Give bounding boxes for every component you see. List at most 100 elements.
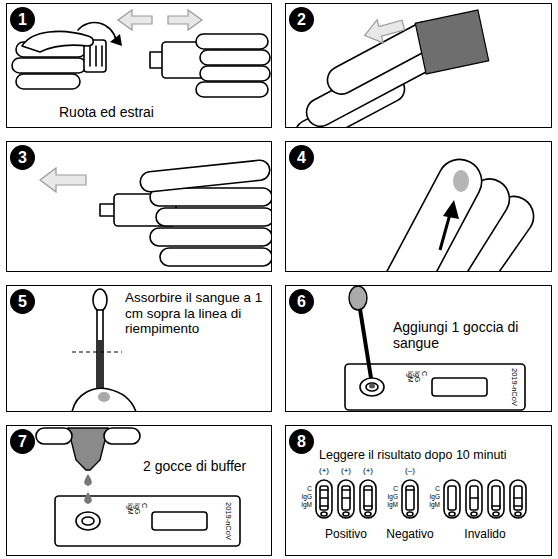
finger bbox=[104, 428, 140, 444]
strip-well bbox=[365, 512, 371, 516]
result-window bbox=[432, 378, 487, 396]
sample-well bbox=[360, 378, 384, 396]
test-cassette bbox=[345, 364, 525, 410]
step-number: 5 bbox=[10, 289, 35, 314]
step-panel: 3 bbox=[6, 141, 272, 272]
cassette-label: (+) bbox=[363, 467, 373, 475]
step-panel: 72 gocce di buffer bbox=[6, 425, 272, 556]
strip-well bbox=[343, 512, 349, 516]
buffer-drop bbox=[84, 474, 92, 486]
step-panel: 1Ruota ed estrai bbox=[6, 3, 272, 128]
finger bbox=[196, 34, 268, 49]
cassette-label: IgG bbox=[414, 371, 421, 382]
cassette-label: IgG bbox=[388, 494, 398, 501]
strip-window bbox=[514, 486, 522, 510]
finger bbox=[196, 82, 268, 97]
finger bbox=[156, 208, 271, 226]
test-line bbox=[320, 489, 328, 491]
test-line bbox=[514, 505, 522, 507]
pointer-arrow bbox=[440, 214, 450, 250]
result-strip bbox=[316, 480, 332, 518]
step-number: 4 bbox=[289, 145, 314, 170]
test-line bbox=[320, 497, 328, 499]
step-caption: Aggiungi 1 goccia di sangue bbox=[393, 319, 545, 351]
finger bbox=[12, 58, 86, 73]
result-window bbox=[152, 512, 207, 530]
strip-window bbox=[320, 486, 328, 510]
test-line bbox=[342, 497, 350, 499]
twist-lancet-art bbox=[12, 10, 270, 97]
finger bbox=[160, 248, 271, 266]
strip-body bbox=[316, 480, 332, 518]
cassette-label: IgM bbox=[387, 502, 398, 509]
test-cassette bbox=[55, 496, 240, 546]
sample-well bbox=[366, 383, 378, 391]
finger bbox=[150, 228, 271, 246]
step-panel: 2 bbox=[285, 3, 552, 128]
result-label: Positivo bbox=[325, 528, 367, 540]
pipette-bulb bbox=[349, 286, 367, 310]
step-number: 6 bbox=[289, 289, 314, 314]
cassette-label: IgM bbox=[127, 503, 134, 515]
test-line bbox=[406, 489, 414, 491]
strip-body bbox=[466, 480, 482, 518]
test-line bbox=[492, 505, 500, 507]
sample-well bbox=[82, 517, 94, 525]
pointer-arrow-head bbox=[443, 200, 459, 219]
result-strip bbox=[444, 480, 460, 518]
strip-body bbox=[402, 480, 418, 518]
result-label: Negativo bbox=[386, 528, 433, 540]
hollow-arrow bbox=[362, 13, 407, 47]
strip-body bbox=[360, 480, 376, 518]
cassette-label: C bbox=[141, 503, 148, 508]
strip-well bbox=[515, 512, 521, 516]
hollow-arrow bbox=[40, 168, 86, 192]
step-panel: 5Assorbire il sangue a 1 cm sopra la lin… bbox=[6, 285, 272, 412]
blood-drop bbox=[369, 384, 375, 389]
step-number: 1 bbox=[10, 7, 35, 32]
strip-body bbox=[488, 480, 504, 518]
buffer-drop bbox=[84, 492, 92, 504]
cassette-label: IgG bbox=[302, 494, 312, 501]
thumb bbox=[139, 159, 270, 192]
strip-window bbox=[470, 486, 478, 510]
strip-window bbox=[342, 486, 350, 510]
clean-finger-art bbox=[291, 10, 489, 127]
result-strip bbox=[402, 480, 418, 518]
test-line bbox=[470, 497, 478, 499]
result-strip bbox=[360, 480, 376, 518]
strip-window bbox=[448, 486, 456, 510]
thumb bbox=[22, 31, 93, 52]
finger bbox=[36, 428, 72, 444]
test-line bbox=[514, 497, 522, 499]
step-panel: 4 bbox=[285, 141, 552, 272]
cap-ridge bbox=[89, 46, 91, 66]
strip-window bbox=[364, 486, 372, 510]
fingertip-art bbox=[366, 152, 541, 271]
cassette-label: 2019-nCoV bbox=[511, 368, 519, 406]
test-line bbox=[364, 489, 372, 491]
buffer-bottle bbox=[68, 428, 108, 470]
hollow-arrow bbox=[168, 10, 202, 30]
strip-window bbox=[406, 486, 414, 510]
pipette-tube bbox=[360, 309, 371, 378]
step-number: 7 bbox=[10, 429, 35, 454]
fingertip bbox=[72, 388, 136, 411]
test-line bbox=[364, 505, 372, 507]
rotate-arrow bbox=[78, 23, 116, 40]
blood-column bbox=[97, 340, 103, 388]
cassette-label: (+) bbox=[319, 467, 329, 475]
test-line bbox=[320, 505, 328, 507]
result-strips-art bbox=[316, 480, 526, 518]
strip-window bbox=[492, 486, 500, 510]
strip-body bbox=[338, 480, 354, 518]
strip-body bbox=[510, 480, 526, 518]
strip-well bbox=[407, 512, 413, 516]
cap-ridge bbox=[95, 46, 97, 66]
result-strip bbox=[338, 480, 354, 518]
step-number: 8 bbox=[289, 429, 314, 454]
cassette-label: C bbox=[435, 486, 440, 493]
